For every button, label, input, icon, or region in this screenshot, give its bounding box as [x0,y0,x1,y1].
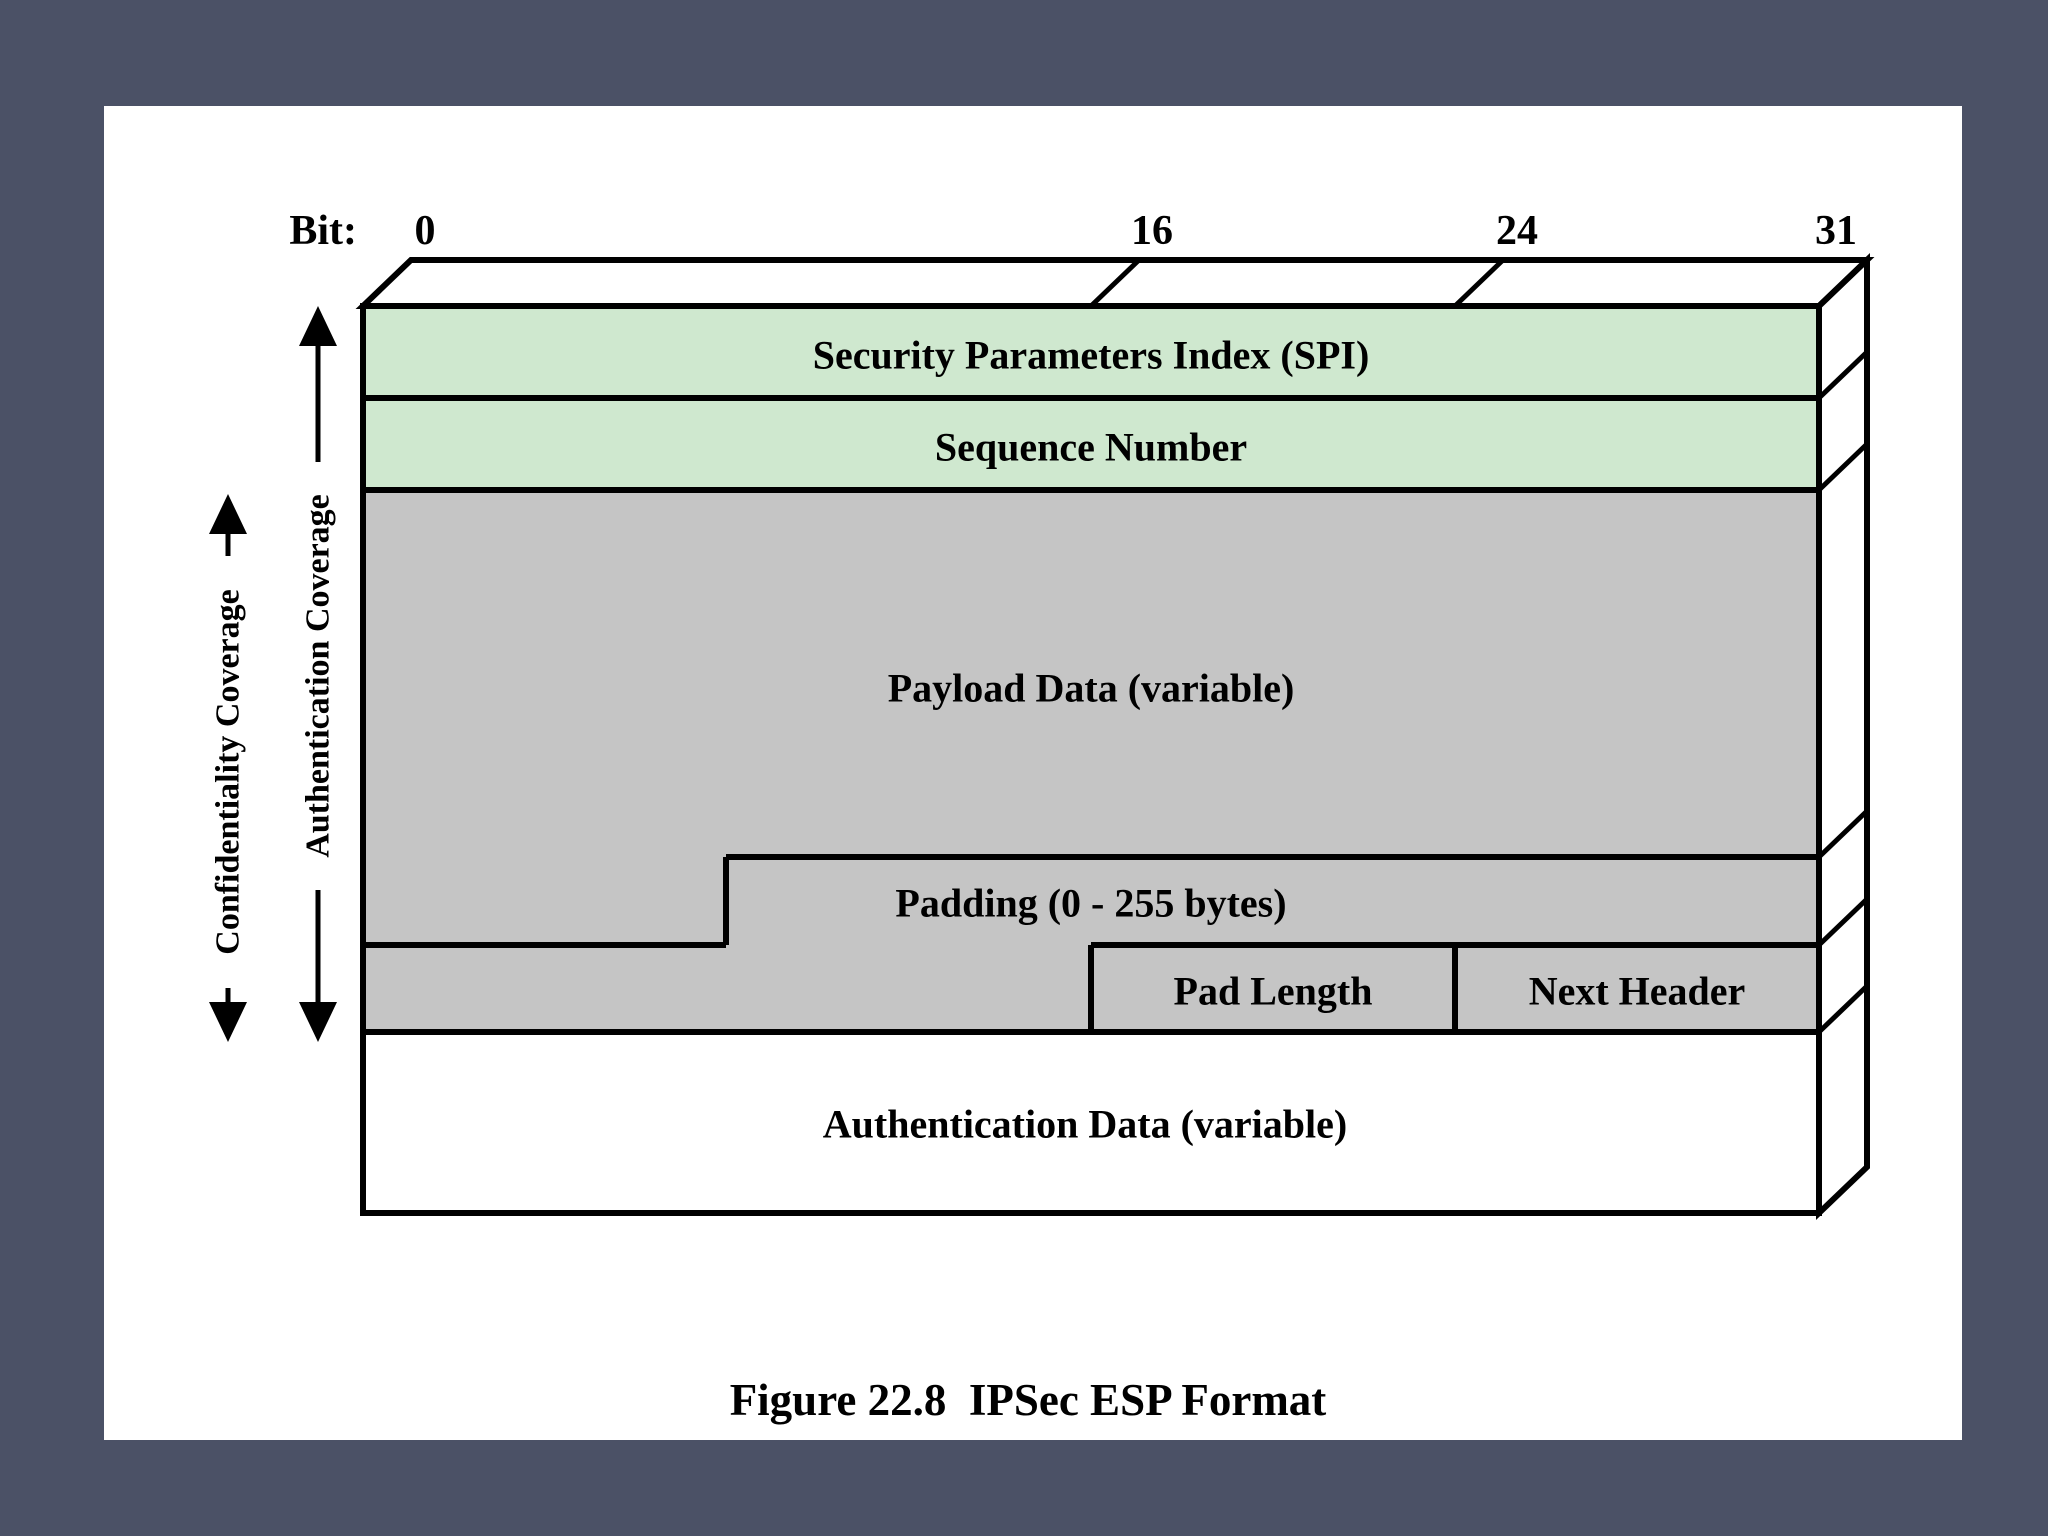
confidentiality-coverage-label: Confidentiality Coverage [210,589,247,954]
confidentiality-coverage-arrow: Confidentiality Coverage [209,494,247,1042]
next-header-field-label: Next Header [1529,969,1746,1014]
bit-axis-label: Bit: [289,208,357,254]
right-face-diagonal-seq [1817,442,1869,492]
pad-length-field-label: Pad Length [1174,969,1373,1014]
arrow-down-icon [209,1002,247,1042]
right-face-diagonal-padding-top [1817,809,1869,859]
right-face-diagonal-padrow-top [1817,897,1869,947]
bit-tick-16: 16 [1131,208,1173,254]
right-face-diagonal-spi [1817,350,1869,400]
auth-data-row [363,1032,1819,1213]
authentication-coverage-label: Authentication Coverage [300,494,337,858]
figure-caption: Figure 22.8 IPSec ESP Format [730,1375,1327,1425]
bit-tick-24: 24 [1496,208,1538,254]
payload-field-label: Payload Data (variable) [888,666,1295,711]
right-face-diagonal-auth-top [1817,984,1869,1034]
top-face-diagonal-bit24 [1453,258,1505,308]
authentication-coverage-arrow: Authentication Coverage [299,306,337,1042]
box-outer-border [360,303,1822,1216]
padding-field-label: Padding (0 - 255 bytes) [895,881,1286,926]
arrow-down-icon [299,1002,337,1042]
arrow-up-icon [299,306,337,346]
top-face-diagonal-bit16 [1089,258,1141,308]
arrow-up-icon [209,494,247,534]
sequence-field-label: Sequence Number [935,425,1247,470]
gray-fields-area [363,490,1819,1032]
auth-data-field-label: Authentication Data (variable) [823,1102,1347,1147]
spi-field-label: Security Parameters Index (SPI) [813,333,1370,378]
bit-tick-31: 31 [1815,208,1857,254]
bit-tick-0: 0 [415,208,436,254]
